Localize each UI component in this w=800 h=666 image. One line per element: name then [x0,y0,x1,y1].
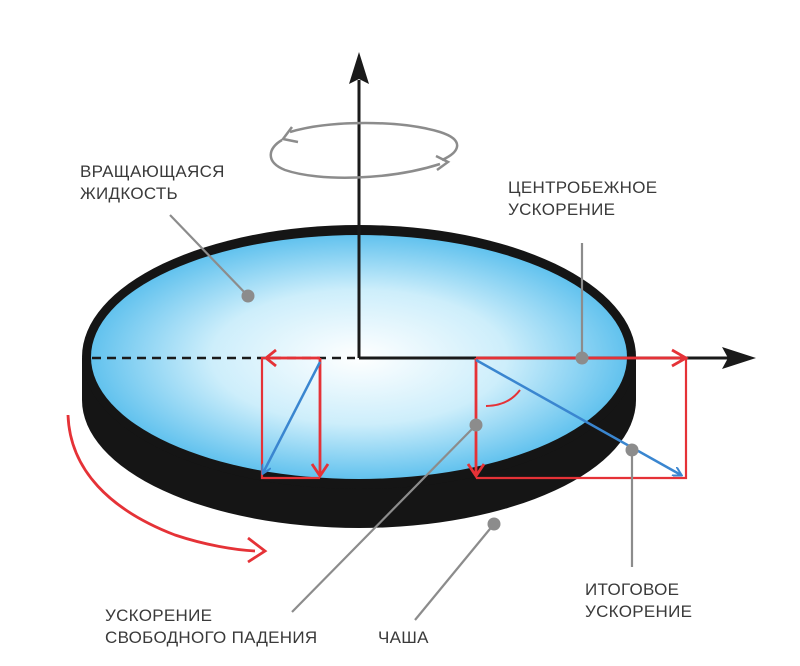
label-resultant-line2: УСКОРЕНИЕ [585,602,693,621]
horizontal-axis-arrowhead [722,347,756,369]
label-gravity-line1: УСКОРЕНИЕ [105,606,213,625]
leader-gravity [291,424,477,613]
vertical-axis [349,52,369,358]
angle-arc [485,389,521,407]
leader-lines [169,214,634,621]
leader-bowl [414,523,495,621]
label-centrifugal-acceleration: ЦЕНТРОБЕЖНОЕ УСКОРЕНИЕ [508,177,657,221]
dot-gravity [469,418,483,432]
label-centrifugal-line1: ЦЕНТРОБЕЖНОЕ [508,178,658,197]
left-resultant-vector [263,361,322,473]
dot-bowl [487,517,501,531]
label-rotating-fluid-line1: ВРАЩАЮЩАЯСЯ [80,162,225,181]
label-bowl-text: ЧАША [378,628,429,647]
rotation-arrow-icon [269,121,459,179]
dot-resultant [625,443,639,457]
leader-dots [241,289,639,531]
dot-centrifugal [575,351,589,365]
leader-fluid [169,214,249,297]
label-rotating-fluid-line2: ЖИДКОСТЬ [80,184,179,203]
label-bowl: ЧАША [378,627,429,649]
vertical-axis-arrowhead [349,52,369,84]
label-gravity-acceleration: УСКОРЕНИЕ СВОБОДНОГО ПАДЕНИЯ [105,605,317,649]
right-vector-group [466,348,689,480]
label-centrifugal-line2: УСКОРЕНИЕ [508,200,616,219]
left-vector-group [260,348,330,480]
label-resultant-line1: ИТОГОВОЕ [585,580,680,599]
dot-fluid [241,289,255,303]
label-gravity-line2: СВОБОДНОГО ПАДЕНИЯ [105,628,318,647]
bowl-rotation-arrow-icon [66,414,268,564]
label-rotating-fluid: ВРАЩАЮЩАЯСЯ ЖИДКОСТЬ [80,161,225,205]
right-resultant-vector [475,358,681,475]
label-resultant-acceleration: ИТОГОВОЕ УСКОРЕНИЕ [585,579,692,623]
